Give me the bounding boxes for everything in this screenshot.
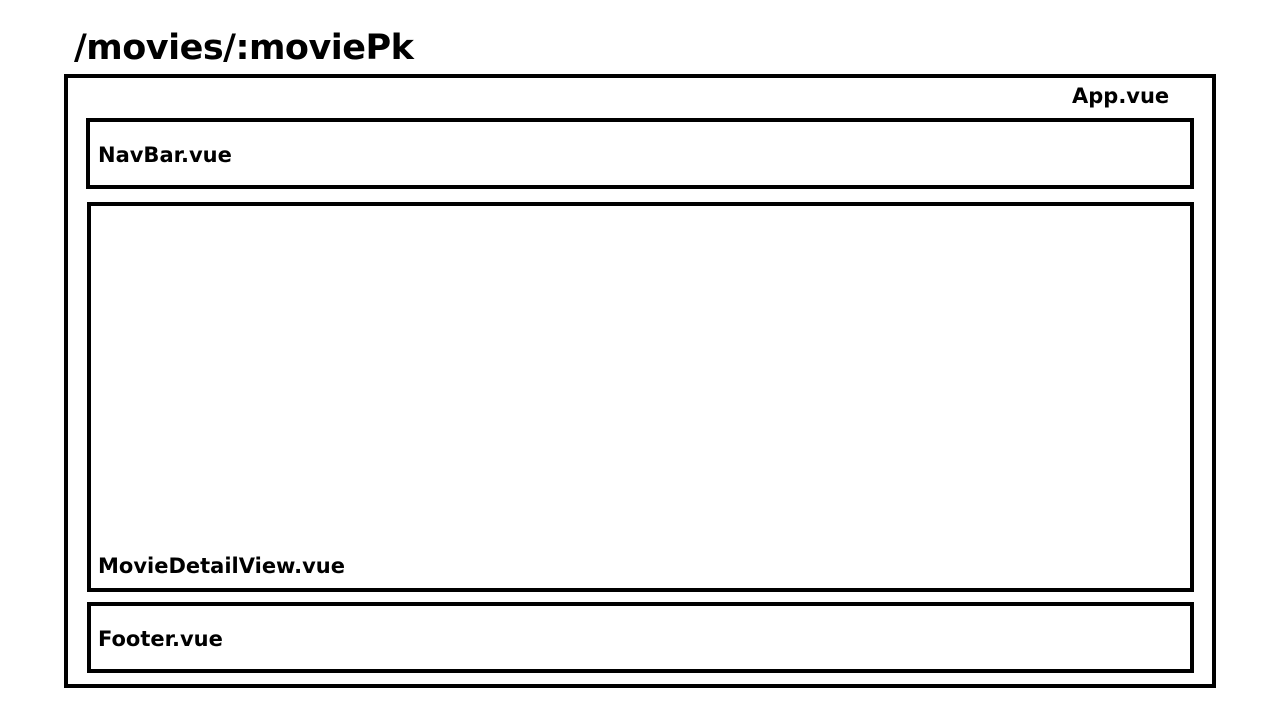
movie-detail-view-label: MovieDetailView.vue [98, 554, 345, 578]
movie-detail-view-box [87, 202, 1194, 592]
app-component-label: App.vue [1072, 84, 1170, 108]
footer-component-box [87, 602, 1194, 673]
app-component-box [64, 74, 1216, 688]
navbar-component-box [86, 118, 1194, 189]
navbar-component-label: NavBar.vue [98, 143, 232, 167]
footer-component-label: Footer.vue [98, 627, 223, 651]
route-title: /movies/:moviePk [74, 28, 414, 68]
